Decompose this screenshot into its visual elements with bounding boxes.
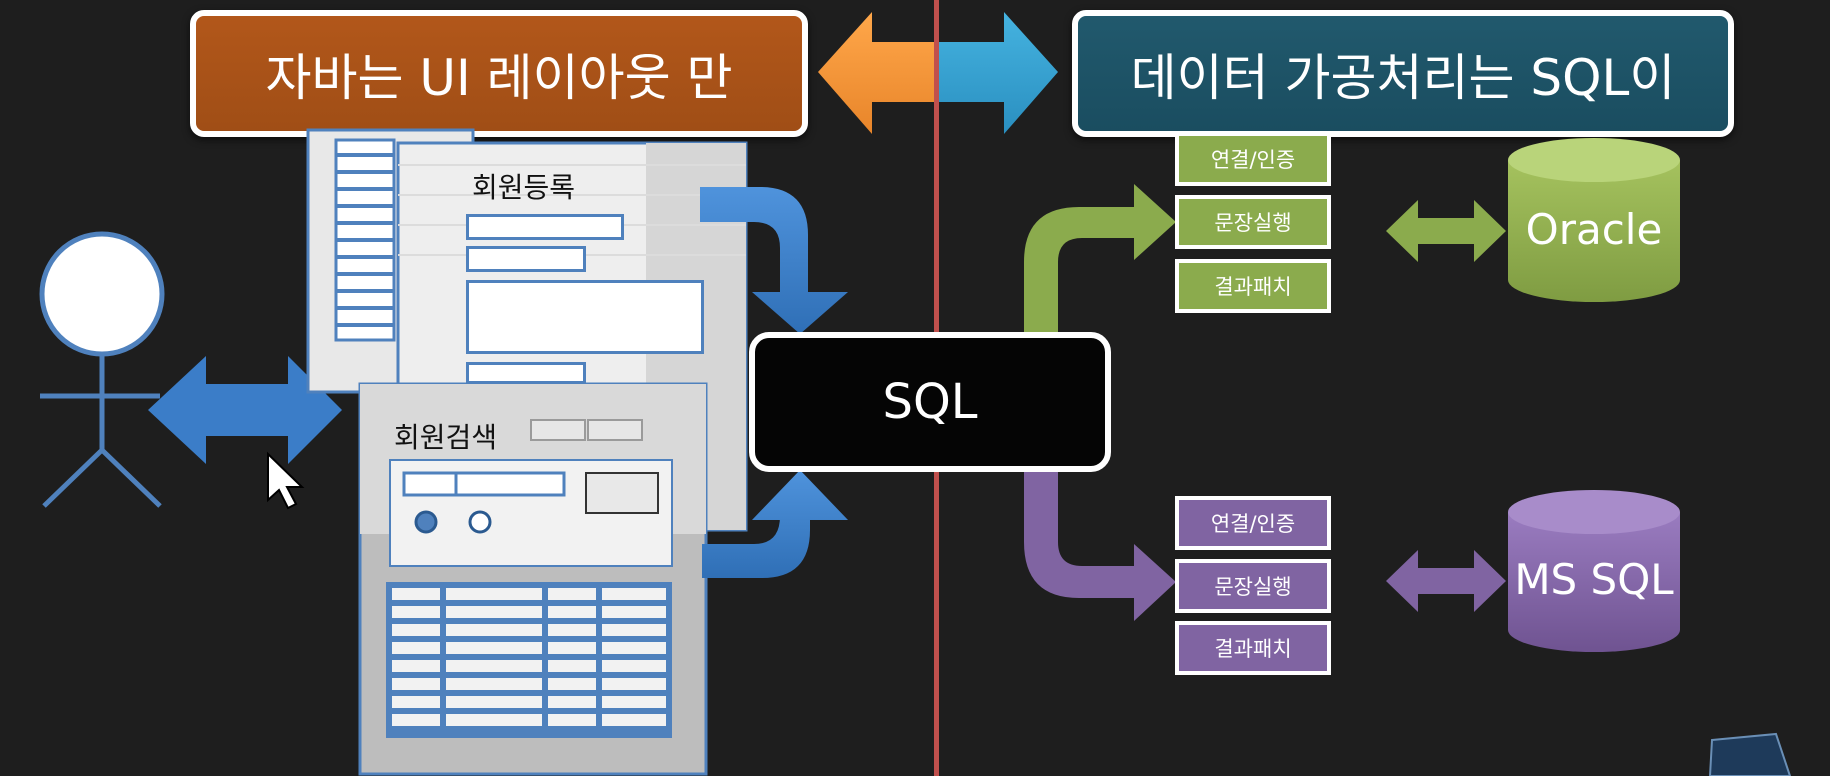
oracle-label: Oracle — [1525, 205, 1663, 254]
top-double-arrow — [818, 12, 1058, 134]
oracle-database-icon — [1508, 138, 1680, 302]
oracle-step-execute-label: 문장실행 — [1214, 211, 1292, 235]
sql-to-oracle-arrow — [1024, 184, 1176, 332]
mssql-step-execute: 문장실행 — [1175, 559, 1331, 613]
user-ui-double-arrow — [148, 356, 342, 464]
mssql-step-fetch: 결과패치 — [1175, 621, 1331, 675]
sql-processing-banner-text: 데이터 가공처리는 SQL이 — [1130, 48, 1676, 107]
search-to-sql-arrow — [702, 470, 848, 578]
register-to-sql-arrow — [700, 187, 848, 334]
register-field-3[interactable] — [466, 362, 586, 384]
mssql-label: MS SQL — [1514, 555, 1674, 604]
mssql-step-connect: 연결/인증 — [1175, 496, 1331, 550]
laptop-icon — [1708, 732, 1792, 776]
oracle-step-fetch-label: 결과패치 — [1214, 275, 1292, 299]
register-field-2[interactable] — [466, 246, 586, 272]
register-window-title: 회원등록 — [472, 171, 576, 204]
sql-box-label: SQL — [882, 374, 978, 430]
search-window-title: 회원검색 — [394, 421, 498, 454]
oracle-step-connect-label: 연결/인증 — [1210, 148, 1296, 172]
oracle-step-execute: 문장실행 — [1175, 195, 1331, 249]
register-field-1[interactable] — [466, 214, 624, 240]
oracle-step-fetch: 결과패치 — [1175, 259, 1331, 313]
mssql-step-fetch-label: 결과패치 — [1214, 637, 1292, 661]
sql-to-mssql-arrow — [1024, 472, 1176, 621]
java-ui-banner-text: 자바는 UI 레이아웃 만 — [265, 48, 733, 107]
sql-processing-banner: 데이터 가공처리는 SQL이 — [1072, 10, 1734, 137]
oracle-double-arrow — [1386, 200, 1506, 262]
user-figure-icon — [39, 231, 165, 508]
mouse-cursor-icon — [267, 451, 305, 510]
java-ui-banner: 자바는 UI 레이아웃 만 — [190, 10, 808, 137]
mssql-step-execute-label: 문장실행 — [1214, 575, 1292, 599]
mssql-database-icon — [1508, 490, 1680, 652]
mssql-double-arrow — [1386, 550, 1506, 612]
sql-box: SQL — [749, 332, 1111, 472]
oracle-step-connect: 연결/인증 — [1175, 132, 1331, 186]
search-window — [358, 382, 708, 776]
register-textarea[interactable] — [466, 280, 704, 354]
mssql-step-connect-label: 연결/인증 — [1210, 512, 1296, 536]
